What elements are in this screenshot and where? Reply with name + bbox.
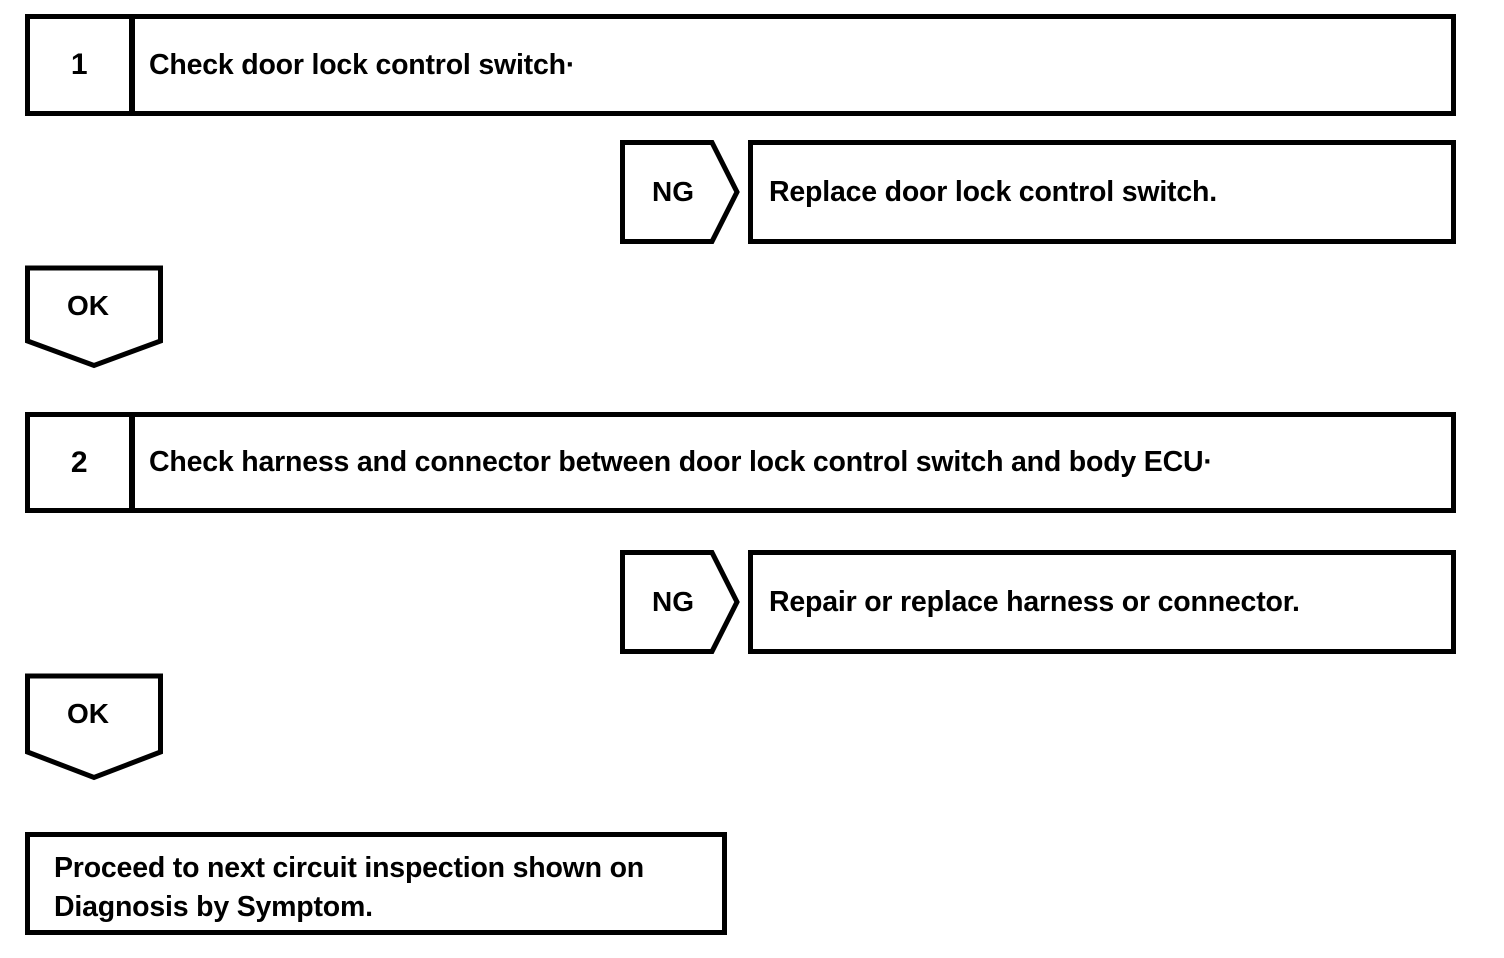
chevron-right-shape xyxy=(620,550,740,654)
step-2-ng-action-box: Repair or replace harness or connector. xyxy=(748,550,1456,654)
pennant-down-shape xyxy=(25,673,163,781)
step-2-number: 2 xyxy=(30,417,135,508)
step-2-box: 2 Check harness and connector between do… xyxy=(25,412,1456,513)
step-2-text: Check harness and connector between door… xyxy=(149,446,1213,478)
step-1-ng-label: NG xyxy=(652,176,694,207)
step-2-ok-tag: OK xyxy=(25,673,163,781)
step-2-ng-tag: NG xyxy=(620,550,740,654)
step-2-ok-label: OK xyxy=(67,698,109,729)
step-1-text: Check door lock control switch· xyxy=(149,48,576,81)
step-1-ng-action-box: Replace door lock control switch. xyxy=(748,140,1456,244)
pennant-down-shape xyxy=(25,265,163,369)
chevron-right-shape xyxy=(620,140,740,244)
terminal-line-2: Diagnosis by Symptom. xyxy=(54,891,373,924)
step-1-ok-tag: OK xyxy=(25,265,163,369)
terminal-line-1: Proceed to next circuit inspection shown… xyxy=(54,852,644,884)
terminal-box: Proceed to next circuit inspection shown… xyxy=(25,832,727,935)
step-1-number: 1 xyxy=(30,19,135,111)
step-1-ok-label: OK xyxy=(67,290,109,321)
step-2-ng-label: NG xyxy=(652,586,694,617)
step-1-box: 1 Check door lock control switch· xyxy=(25,14,1456,116)
step-1-ng-tag: NG xyxy=(620,140,740,244)
